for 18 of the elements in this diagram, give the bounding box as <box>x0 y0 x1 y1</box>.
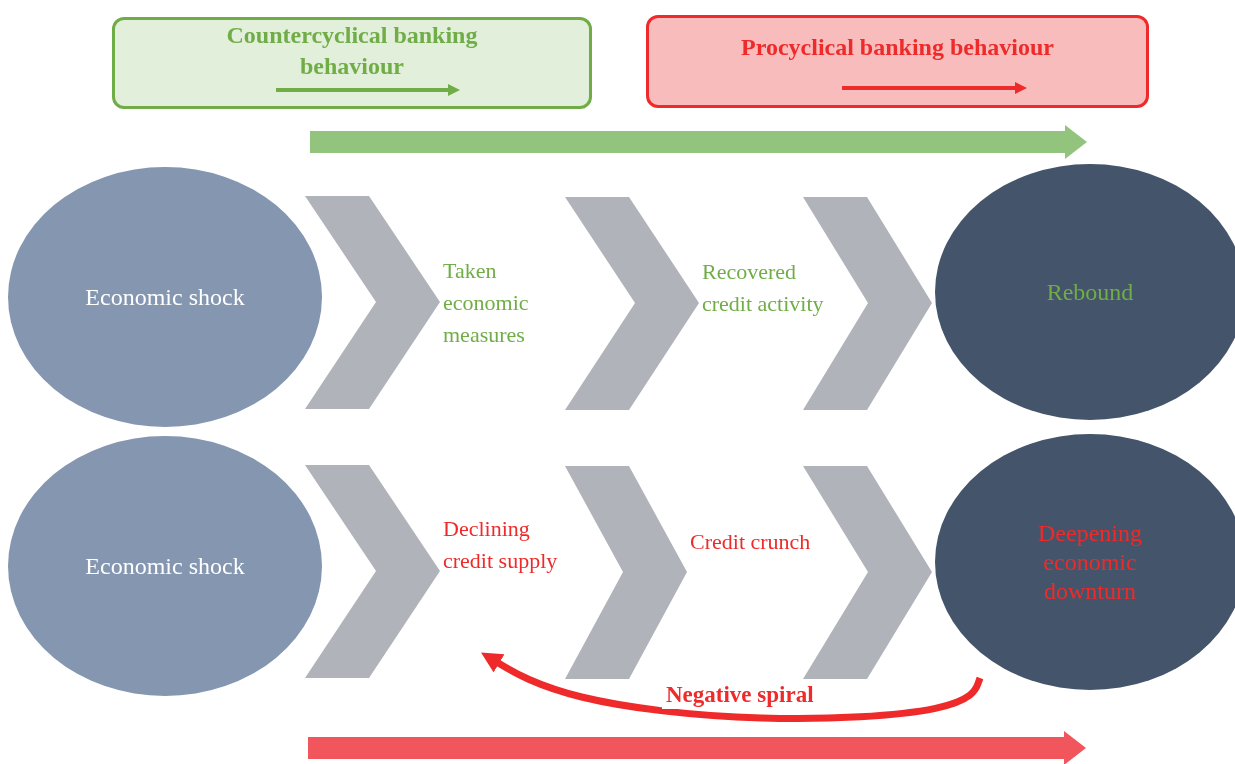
step-label: Taken economic measures <box>443 257 530 349</box>
panel-heading: Procyclical banking behaviour <box>740 33 1055 62</box>
chevron-arrow <box>305 196 440 409</box>
chevron-arrow <box>565 466 687 679</box>
chevron-arrow <box>305 465 440 678</box>
step-label: Credit crunch <box>690 528 811 556</box>
step-label: Declining credit supply <box>443 515 559 575</box>
chevron-arrow <box>803 197 932 410</box>
step-label: Recovered credit activity <box>702 258 825 318</box>
ellipse-label: Deepening economic downturn <box>1037 518 1143 606</box>
ellipse-label: Rebound <box>1045 277 1135 307</box>
chevron-arrow <box>803 466 932 679</box>
ellipse-label: Economic shock <box>84 282 246 312</box>
behaviour-panel <box>646 15 1149 108</box>
chevron-arrow <box>565 197 699 410</box>
panel-heading: Countercyclical banking behaviour <box>225 21 479 81</box>
ellipse-label: Economic shock <box>84 551 246 581</box>
behaviour-panel <box>112 17 592 109</box>
